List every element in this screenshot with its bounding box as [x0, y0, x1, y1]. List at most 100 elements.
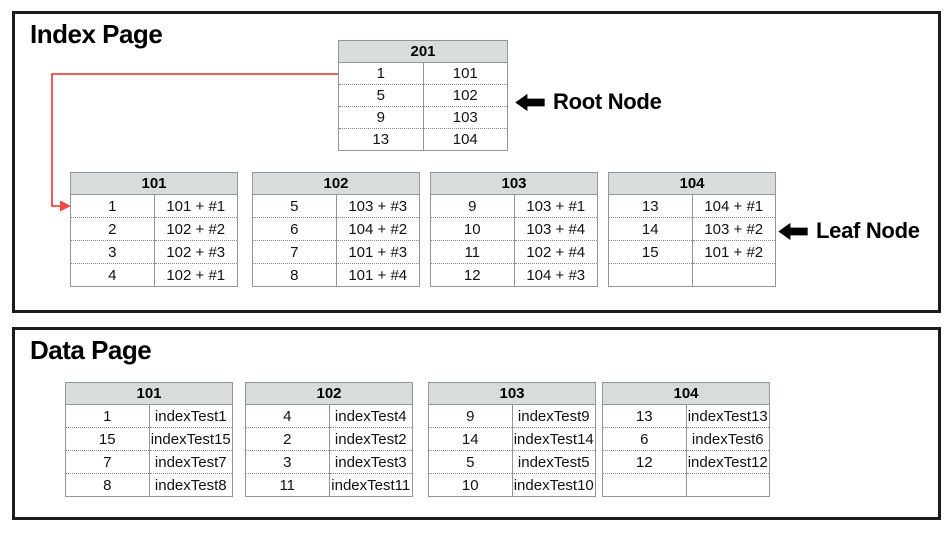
table-header: 104 — [602, 382, 770, 405]
value-cell: indexTest5 — [511, 450, 596, 474]
key-cell: 2 — [70, 217, 155, 241]
value-cell: 103 + #1 — [513, 194, 598, 218]
value-cell: indexTest2 — [328, 427, 413, 451]
value-cell: 103 — [422, 106, 508, 129]
key-cell: 12 — [602, 450, 687, 474]
key-cell: 7 — [252, 240, 337, 264]
key-cell: 6 — [252, 217, 337, 241]
root-node-label: Root Node — [553, 89, 662, 114]
table-header: 102 — [245, 382, 413, 405]
value-cell: 102 + #4 — [513, 240, 598, 264]
key-cell: 9 — [338, 106, 424, 129]
value-cell — [691, 263, 776, 287]
key-cell: 9 — [430, 194, 515, 218]
table-header: 103 — [428, 382, 596, 405]
root-node-annotation: Root Node — [515, 89, 662, 115]
value-cell: 101 — [422, 62, 508, 85]
value-cell: 103 + #3 — [335, 194, 420, 218]
value-cell: indexTest13 — [685, 404, 770, 428]
value-cell: indexTest6 — [685, 427, 770, 451]
value-cell: 101 + #3 — [335, 240, 420, 264]
value-cell: 104 + #3 — [513, 263, 598, 287]
value-cell: indexTest11 — [328, 473, 413, 497]
value-cell: 102 + #3 — [153, 240, 238, 264]
key-cell: 7 — [65, 450, 150, 474]
key-cell: 3 — [70, 240, 155, 264]
table-header: 101 — [65, 382, 233, 405]
key-cell: 13 — [338, 128, 424, 151]
value-cell: 104 + #1 — [691, 194, 776, 218]
key-cell: 9 — [428, 404, 513, 428]
key-cell: 13 — [608, 194, 693, 218]
key-cell: 1 — [65, 404, 150, 428]
key-cell — [602, 473, 687, 497]
value-cell — [685, 473, 770, 497]
value-cell: indexTest12 — [685, 450, 770, 474]
left-arrow-icon — [515, 93, 545, 111]
value-cell: indexTest10 — [511, 473, 596, 497]
value-cell: 102 + #2 — [153, 217, 238, 241]
key-cell: 15 — [65, 427, 150, 451]
value-cell: indexTest4 — [328, 404, 413, 428]
key-cell: 14 — [428, 427, 513, 451]
key-cell: 12 — [430, 263, 515, 287]
key-cell: 11 — [430, 240, 515, 264]
value-cell: 104 — [422, 128, 508, 151]
value-cell: 103 + #4 — [513, 217, 598, 241]
key-cell: 8 — [65, 473, 150, 497]
key-cell: 5 — [338, 84, 424, 107]
value-cell: indexTest7 — [148, 450, 233, 474]
value-cell: 101 + #4 — [335, 263, 420, 287]
table-header: 201 — [338, 40, 508, 63]
value-cell: indexTest3 — [328, 450, 413, 474]
key-cell: 1 — [338, 62, 424, 85]
key-cell: 4 — [245, 404, 330, 428]
key-cell — [608, 263, 693, 287]
value-cell: 103 + #2 — [691, 217, 776, 241]
value-cell: 101 + #1 — [153, 194, 238, 218]
key-cell: 15 — [608, 240, 693, 264]
table-header: 102 — [252, 172, 420, 195]
key-cell: 4 — [70, 263, 155, 287]
key-cell: 8 — [252, 263, 337, 287]
index-page-title: Index Page — [30, 19, 163, 49]
